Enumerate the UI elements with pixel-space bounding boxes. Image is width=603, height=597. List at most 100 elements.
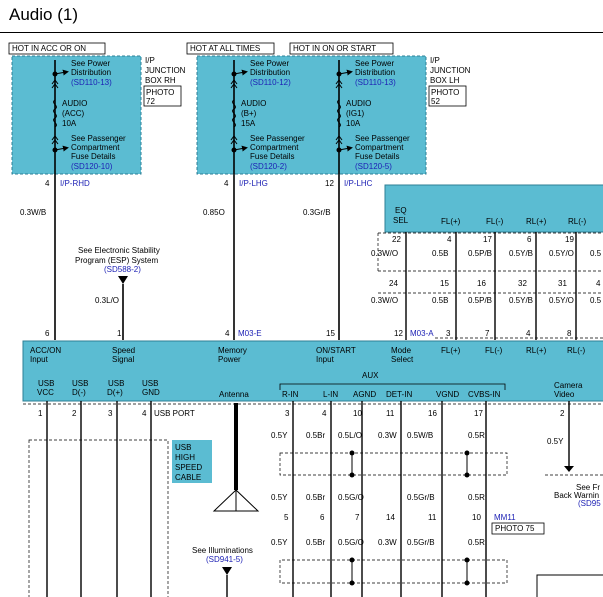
jb-lh-line1: I/P [430,56,440,65]
wire-085o: 0.85O [203,208,225,217]
fuse3-line1: AUDIO [346,99,371,108]
see-pass-2b: Compartment [250,143,299,152]
unit-on-start-input: Input [316,355,335,364]
eq-num-19: 19 [565,235,574,244]
hot-all-tag [186,42,275,55]
row1-w5: 0.5 [590,249,602,258]
see-pass-1a: See Passenger [71,134,126,143]
aux-w3-1: 0.5Br [306,538,325,547]
diagram-header: Audio (1) [0,0,603,33]
unit-pin-1: 1 [117,329,122,338]
aux-det-in: DET-IN [386,390,412,399]
usb-pin-3: 3 [108,409,113,418]
photo52-line2: 52 [431,97,440,106]
usb-pin-4: 4 [142,409,147,418]
ref-sd120-5: (SD120-5) [355,162,392,171]
usb-cable-3: SPEED [175,463,202,472]
usb-col-4: USB [142,379,158,388]
jb-rh-line1: I/P [145,56,155,65]
bot-num-10: 10 [472,513,481,522]
see-power-2a: See Power [250,59,289,68]
aux-w1-3: 0.3W [378,431,397,440]
diagram-title: Audio (1) [9,5,78,24]
unit-pin-6: 6 [45,329,50,338]
unit-speed-signal: Signal [112,355,134,364]
fuse2-line2: (B+) [241,109,257,118]
row2-w3: 0.5Y/B [509,296,533,305]
audio-unit [22,340,603,402]
row1-w4: 0.5Y/O [549,249,574,258]
bot-num-14: 14 [386,513,395,522]
unit-rl-minus: RL(-) [567,346,586,355]
jb-lh-line2: JUNCTION [430,66,471,75]
eq-num-4: 4 [447,235,452,244]
hot-start-label: HOT IN ON OR START [293,44,376,53]
aux-num-4: 4 [322,409,327,418]
usb-cable-tag [172,440,212,483]
photo75-box [491,522,545,535]
see-fr-1: See Fr [576,483,600,492]
pin-12-lhc: 12 [325,179,334,188]
row1-w2: 0.5P/B [468,249,492,258]
fuse1-line1: AUDIO [62,99,87,108]
aux-w2-3: 0.5Gr/B [407,493,435,502]
aux-num-17: 17 [474,409,483,418]
row1-w0: 0.3W/O [371,249,398,258]
mid-num-4: 4 [596,279,601,288]
see-power-1a: See Power [71,59,110,68]
conn-m03-e: M03-E [238,329,262,338]
bot-num-7: 7 [355,513,360,522]
mid-num-24: 24 [389,279,398,288]
row2-w2: 0.5P/B [468,296,492,305]
usb-cable-4: CABLE [175,473,201,482]
conn-m03-a: M03-A [410,329,434,338]
aux-w2-1: 0.5Br [306,493,325,502]
aux-w1-2: 0.5L/O [338,431,362,440]
hot-acc-tag [8,42,106,55]
photo52-box [428,85,467,107]
aux-w1-1: 0.5Br [306,431,325,440]
eq-pin-flm: FL(-) [486,217,504,226]
eq-num-17: 17 [483,235,492,244]
photo72-line1: PHOTO [146,88,174,97]
aux-w3-3: 0.3W [378,538,397,547]
fuse2-line3: 15A [241,119,256,128]
ref-sd110-13-a: (SD110-13) [71,78,112,87]
antenna-label: Antenna [219,390,249,399]
unit-fl-plus: FL(+) [441,346,461,355]
unit-on-start: ON/START [316,346,356,355]
aux-w3-0: 0.5Y [271,538,288,547]
unit-pin-3: 3 [446,329,451,338]
row1-w1: 0.5B [432,249,448,258]
mid-num-15: 15 [440,279,449,288]
jb-rh-line2: JUNCTION [145,66,186,75]
unit-memory: Memory [218,346,247,355]
usb-col-1: USB [38,379,54,388]
wire-03lo: 0.3L/O [95,296,119,305]
hot-acc-label: HOT IN ACC OR ON [12,44,86,53]
unit-pin-7: 7 [485,329,490,338]
jb-rh-line3: BOX RH [145,76,176,85]
bot-num-5: 5 [284,513,289,522]
row2-w0: 0.3W/O [371,296,398,305]
eq-pin-rlm: RL(-) [568,217,587,226]
camera-pin-2: 2 [560,409,565,418]
illum-line1: See Illuminations [192,546,253,555]
ref-sd110-13-b: (SD110-13) [355,78,396,87]
see-fr-2: Back Warnin [554,491,599,500]
aux-l-in: L-IN [323,390,338,399]
usb-col-2: USB [72,379,88,388]
aux-w1-4: 0.5W/B [407,431,433,440]
fuse-circuit-ig1 [335,60,353,340]
usb-port-label: USB PORT [154,409,195,418]
unit-speed: Speed [112,346,135,355]
aux-w3-4: 0.5Gr/B [407,538,435,547]
fuse3-line3: 10A [346,119,361,128]
usb-wires [46,401,152,597]
eq-num-6: 6 [527,235,532,244]
see-pass-2a: See Passenger [250,134,305,143]
see-power-1b: Distribution [71,68,111,77]
camera-ground-icon [564,466,574,472]
pin-4-rhd: 4 [45,179,50,188]
unit-mode: Mode [391,346,412,355]
